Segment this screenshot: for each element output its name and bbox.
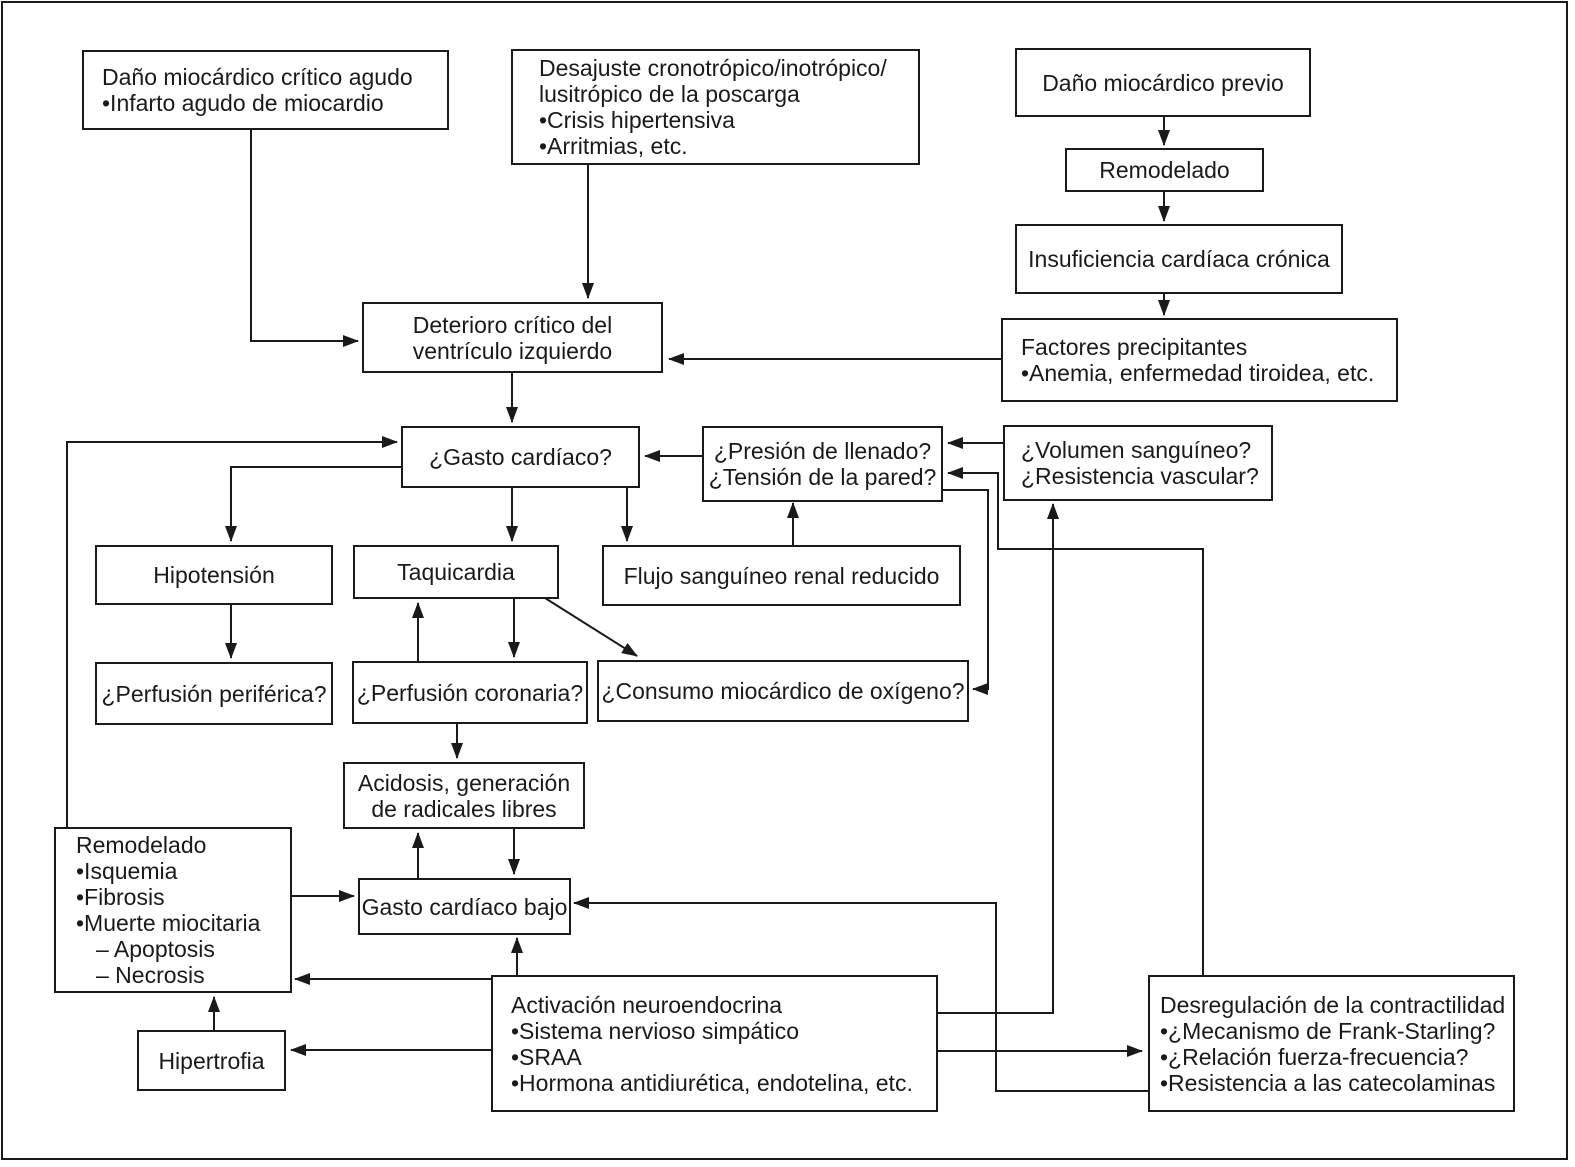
box-text: Acidosis, generación: [357, 769, 571, 796]
box-text: Taquicardia: [397, 559, 515, 585]
box-text: ¿Perfusión coronaria?: [356, 679, 584, 706]
box-text: •Sistema nervioso simpático: [511, 1017, 799, 1044]
box-text: de radicales libres: [371, 795, 557, 822]
box-text: ¿Consumo miocárdico de oxígeno?: [601, 678, 965, 704]
box-remodelado-top: Remodelado: [1065, 148, 1264, 192]
box-presion-llenado: ¿Presión de llenado? ¿Tensión de la pare…: [702, 426, 943, 502]
box-dano-miocardico-previo: Daño miocárdico previo: [1015, 48, 1311, 117]
arrow-presion-to-consumo: [942, 489, 989, 695]
box-text: •Arritmias, etc.: [539, 133, 688, 159]
box-dano-miocardico-agudo: Daño miocárdico crítico agudo •Infarto a…: [82, 50, 449, 130]
box-text: •¿Mecanismo de Frank-Starling?: [1160, 1017, 1496, 1044]
box-text: Daño miocárdico previo: [1042, 69, 1284, 96]
box-text: – Necrosis: [96, 962, 205, 988]
box-volumen-sanguineo: ¿Volumen sanguíneo? ¿Resistencia vascula…: [1003, 425, 1273, 501]
box-text: ¿Volumen sanguíneo?: [1021, 437, 1252, 463]
box-consumo-oxigeno: ¿Consumo miocárdico de oxígeno?: [597, 660, 969, 722]
box-text: Deterioro crítico del: [412, 311, 613, 338]
box-text: •Isquemia: [76, 858, 178, 884]
box-text: Daño miocárdico crítico agudo: [102, 64, 413, 90]
box-deterioro-critico: Deterioro crítico del ventrículo izquier…: [362, 302, 663, 373]
box-activacion-neuroendocrina: Activación neuroendocrina •Sistema nervi…: [491, 975, 938, 1112]
box-acidosis: Acidosis, generación de radicales libres: [343, 762, 585, 829]
arrow-remodelado-left-to-gasto: [66, 436, 398, 828]
box-gasto-bajo: Gasto cardíaco bajo: [358, 878, 571, 935]
arrow-dano-agudo-to-deterioro: [250, 129, 359, 347]
arrow-gasto-to-hipotension: [225, 466, 403, 542]
box-text: ¿Gasto cardíaco?: [429, 444, 612, 470]
box-flujo-renal: Flujo sanguíneo renal reducido: [602, 545, 961, 606]
box-text: Remodelado: [76, 832, 207, 858]
box-perfusion-periferica: ¿Perfusión periférica?: [95, 662, 333, 725]
box-text: Flujo sanguíneo renal reducido: [623, 562, 940, 589]
box-text: •SRAA: [511, 1043, 582, 1070]
arrow-taquicardia-to-consumo: [544, 597, 638, 657]
box-text: •Muerte miocitaria: [76, 910, 261, 936]
box-text: ventrículo izquierdo: [412, 337, 613, 364]
box-text: •Crisis hipertensiva: [539, 107, 735, 133]
box-text: •Infarto agudo de miocardio: [102, 90, 384, 116]
box-text: •Resistencia a las catecolaminas: [1160, 1069, 1496, 1096]
box-text: •¿Relación fuerza-frecuencia?: [1160, 1043, 1469, 1070]
box-text: •Anemia, enfermedad tiroidea, etc.: [1021, 360, 1375, 386]
box-text: Desajuste cronotrópico/inotrópico/: [539, 55, 887, 81]
box-hipotension: Hipotensión: [95, 545, 333, 605]
box-text: Activación neuroendocrina: [511, 991, 783, 1018]
box-text: lusitrópico de la poscarga: [539, 81, 800, 107]
box-text: ¿Presión de llenado?: [713, 438, 932, 464]
box-text: ¿Tensión de la pared?: [708, 464, 937, 490]
arrow-desregulacion-to-presion: [947, 467, 1204, 976]
box-insuficiencia-cronica: Insuficiencia cardíaca crónica: [1015, 224, 1343, 294]
arrow-activacion-to-volumen: [937, 503, 1059, 1014]
box-taquicardia: Taquicardia: [353, 545, 559, 599]
box-text: ¿Resistencia vascular?: [1021, 463, 1259, 489]
box-desregulacion-contractilidad: Desregulación de la contractilidad •¿Mec…: [1148, 975, 1515, 1112]
box-text: Gasto cardíaco bajo: [361, 893, 568, 920]
arrow-desregulacion-to-gasto-bajo: [573, 897, 1150, 1092]
box-text: ¿Perfusión periférica?: [101, 680, 327, 707]
box-desajuste: Desajuste cronotrópico/inotrópico/ lusit…: [511, 49, 920, 165]
box-text: Factores precipitantes: [1021, 334, 1248, 360]
box-perfusion-coronaria: ¿Perfusión coronaria?: [352, 661, 588, 724]
box-gasto-cardiaco: ¿Gasto cardíaco?: [401, 426, 640, 488]
box-factores-precipitantes: Factores precipitantes •Anemia, enfermed…: [1001, 318, 1398, 402]
box-text: – Apoptosis: [96, 936, 215, 962]
box-text: Hipotensión: [153, 562, 275, 588]
box-remodelado-left: Remodelado •Isquemia •Fibrosis •Muerte m…: [54, 827, 292, 993]
box-text: •Fibrosis: [76, 884, 165, 910]
box-text: Remodelado: [1099, 157, 1230, 183]
box-text: Insuficiencia cardíaca crónica: [1028, 246, 1330, 272]
box-text: Desregulación de la contractilidad: [1160, 991, 1506, 1018]
box-text: Hipertrofia: [158, 1047, 265, 1074]
box-text: •Hormona antidiurética, endotelina, etc.: [511, 1069, 913, 1096]
box-hipertrofia: Hipertrofia: [137, 1030, 286, 1091]
